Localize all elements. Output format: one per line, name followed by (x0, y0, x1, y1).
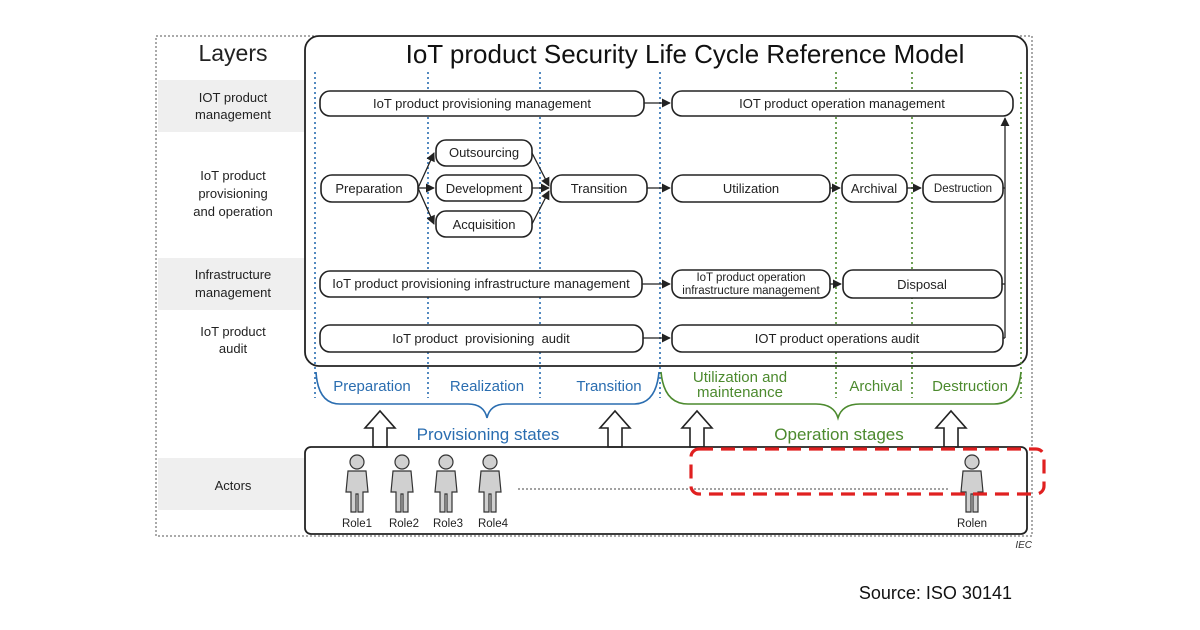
up-arrow-1 (363, 409, 397, 448)
box-provisioning-infrastructure-label: IoT product provisioning infrastructure … (332, 276, 630, 291)
box-development-label: Development (446, 181, 523, 196)
layer-audit-line2: audit (219, 341, 248, 356)
arrow-acquisition-transition (531, 190, 550, 225)
layer-band-actors (158, 458, 304, 510)
box-provisioning-audit-label: IoT product provisioning audit (392, 331, 570, 346)
layer-band-management (158, 80, 304, 132)
model-frame (304, 35, 1028, 367)
iec-mark: IEC (1015, 540, 1032, 551)
up-arrow-2 (598, 409, 632, 448)
stage-transition: Transition (576, 378, 641, 395)
stage-archival: Archival (849, 378, 902, 395)
group-provisioning-states: Provisioning states (417, 425, 560, 444)
box-operation-management (671, 90, 1014, 117)
stage-realization: Realization (450, 378, 524, 395)
layer-provisioning-line1: IoT product (200, 168, 266, 183)
role2-icon (390, 454, 414, 513)
role3-label: Role3 (433, 518, 463, 530)
role3-icon (434, 454, 458, 513)
box-destruction-label: Destruction (934, 183, 992, 195)
rolen-icon (960, 454, 984, 513)
arrow-outsourcing-transition (531, 152, 550, 187)
box-transition-label: Transition (571, 181, 628, 196)
up-arrows (363, 409, 968, 448)
layer-management-line2: management (195, 107, 271, 122)
layer-management-line1: IOT product (199, 90, 268, 105)
stage-destruction: Destruction (932, 378, 1008, 395)
box-preparation-label: Preparation (335, 181, 402, 196)
role1-icon (345, 454, 369, 513)
arrow-prep-outsourcing (417, 152, 435, 189)
box-operation-infrastructure-line2: infrastructure management (682, 285, 820, 297)
model-title: IoT product Security Life Cycle Referenc… (406, 39, 965, 69)
layer-audit-line1: IoT product (200, 324, 266, 339)
layers-header: Layers (198, 40, 267, 66)
box-provisioning-management-label: IoT product provisioning management (373, 96, 591, 111)
box-acquisition-label: Acquisition (453, 217, 516, 232)
stage-preparation: Preparation (333, 378, 411, 395)
actors-frame (304, 446, 1028, 535)
role1-label: Role1 (342, 518, 372, 530)
role2-label: Role2 (389, 518, 419, 530)
layer-actors: Actors (215, 478, 252, 493)
box-utilization-label: Utilization (723, 181, 779, 196)
layer-provisioning-line2: provisioning (198, 186, 267, 201)
layer-infrastructure-line2: management (195, 285, 271, 300)
layer-band-infrastructure (158, 258, 304, 310)
flow-arrows (417, 98, 1010, 343)
highlight-dashed-frame (689, 447, 1046, 496)
up-arrow-4 (934, 409, 968, 448)
role4-label: Role4 (478, 518, 509, 530)
box-operations-audit-label: IOT product operations audit (755, 331, 920, 346)
role4-icon (478, 454, 502, 513)
up-arrow-3 (680, 409, 714, 448)
source-caption: Source: ISO 30141 (859, 583, 1012, 603)
stage-utilization-line2: maintenance (697, 384, 783, 401)
layer-infrastructure-line1: Infrastructure (195, 267, 272, 282)
stage-utilization-line1: Utilization and (693, 369, 787, 386)
box-archival-label: Archival (851, 181, 897, 196)
brace-operation (660, 371, 1022, 421)
box-disposal-label: Disposal (897, 277, 947, 292)
brace-provisioning (315, 371, 660, 419)
layer-provisioning-line3: and operation (193, 204, 273, 219)
box-outsourcing-label: Outsourcing (449, 145, 519, 160)
group-operation-stages: Operation stages (774, 425, 903, 444)
box-operation-infrastructure-line1: IoT product operation (696, 272, 805, 284)
rolen-label: Rolen (957, 518, 987, 530)
box-operation-management-label: IOT product operation management (739, 96, 945, 111)
arrow-prep-acquisition (417, 187, 435, 225)
